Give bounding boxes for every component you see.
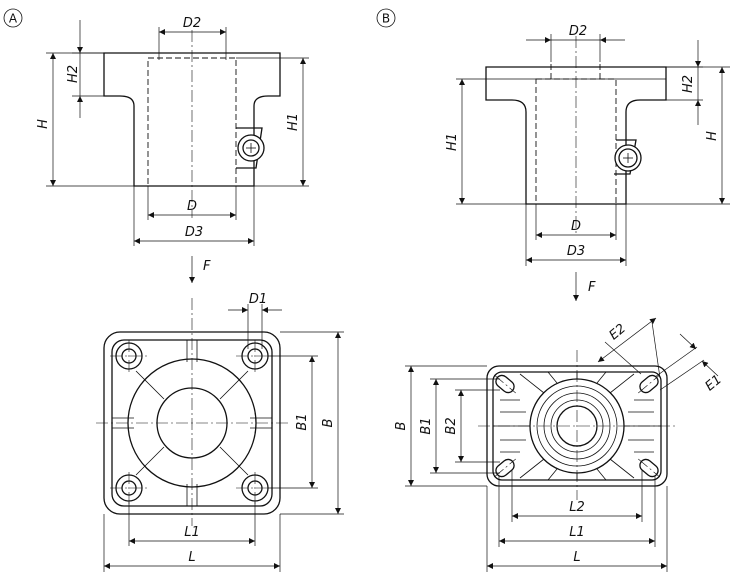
dim-label-h-a: H — [36, 119, 51, 129]
dim-h2-b: H2 — [666, 40, 703, 125]
dim-label-d-b: D — [571, 219, 581, 234]
dim-d3-b: D3 — [525, 204, 627, 266]
dim-label-d1-a: D1 — [249, 292, 267, 307]
dim-label-l1-b: L1 — [569, 525, 585, 540]
dim-label-d3-a: D3 — [185, 225, 203, 240]
view-arrow-label-b: F — [588, 280, 596, 295]
dim-h-a: H — [36, 52, 134, 187]
variant-b-side-view: D2 H1 H2 H — [445, 24, 730, 266]
variant-b-top-view: E2 E1 B B1 — [394, 317, 725, 572]
dim-label-l1-a: L1 — [184, 525, 200, 540]
dim-l1-b: L1 — [498, 476, 656, 547]
dim-label-b1-a: B1 — [295, 413, 310, 430]
dim-label-l-b: L — [573, 550, 580, 565]
dim-e2-b: E2 — [597, 317, 661, 379]
dim-b2-b: B2 — [444, 389, 500, 463]
dim-d1-a: D1 — [228, 292, 282, 349]
dim-l-a: L — [103, 514, 281, 572]
dim-e1-b: E1 — [654, 333, 725, 394]
dim-d2-a: D2 — [158, 16, 227, 60]
dim-b1-b: B1 — [419, 378, 500, 474]
variant-b-label-text: B — [382, 12, 390, 26]
variant-b-label: B — [376, 8, 396, 28]
dim-l2-b: L2 — [511, 470, 643, 522]
dim-label-e1-b: E1 — [703, 372, 725, 394]
dim-label-h1-b: H1 — [445, 133, 460, 151]
view-arrow-f-a: F — [189, 256, 211, 283]
dim-h2-a: H2 — [66, 20, 104, 118]
dim-label-d3-b: D3 — [567, 244, 585, 259]
dim-d3-a: D3 — [133, 186, 255, 246]
variant-a-top-view: D1 B1 B L1 — [96, 292, 344, 572]
dim-label-h-b: H — [705, 131, 720, 141]
dim-h1-a: H1 — [236, 57, 309, 187]
mounting-holes-a — [110, 340, 274, 504]
dim-label-h2-b: H2 — [681, 75, 696, 93]
variant-a-label-text: A — [9, 12, 18, 26]
dim-label-b1-b: B1 — [419, 417, 434, 434]
dim-d-a: D — [147, 186, 237, 220]
dim-d2-b: D2 — [526, 24, 625, 62]
mounting-slots-b — [494, 374, 660, 478]
dim-h-b: H — [626, 66, 730, 205]
dim-label-l2-b: L2 — [569, 500, 585, 515]
dim-label-h2-a: H2 — [66, 65, 81, 83]
dim-b-a: B — [280, 331, 344, 515]
dim-l1-a: L1 — [128, 502, 256, 546]
view-arrow-f-b: F — [573, 272, 596, 301]
dim-b1-a: B1 — [268, 355, 318, 489]
dim-label-l-a: L — [188, 550, 195, 565]
dim-b-b: B — [394, 365, 487, 487]
dim-label-b-b: B — [394, 421, 409, 430]
variant-a-label: A — [3, 8, 23, 28]
variant-a: A D2 — [3, 8, 344, 572]
variant-a-side-view: D2 H2 H H1 — [36, 16, 309, 246]
dim-label-h1-a: H1 — [286, 113, 301, 131]
dim-h1-b: H1 — [445, 78, 526, 205]
dim-label-b-a: B — [321, 418, 336, 427]
variant-b: B D2 — [376, 8, 730, 572]
dim-label-b2-b: B2 — [444, 417, 459, 434]
dim-label-d2-b: D2 — [569, 24, 587, 39]
dim-l-b: L — [486, 486, 668, 572]
dim-label-e2-b: E2 — [607, 321, 629, 343]
dim-d-b: D — [535, 204, 617, 240]
view-arrow-label-a: F — [203, 259, 211, 274]
dim-label-d2-a: D2 — [183, 16, 201, 31]
dim-label-d-a: D — [187, 199, 197, 214]
